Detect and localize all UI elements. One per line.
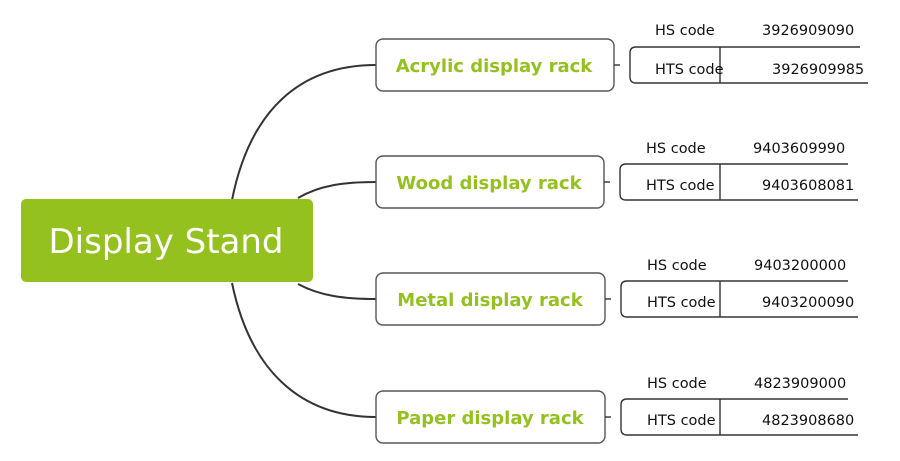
branch-metal[interactable]: Metal display rack <box>375 272 606 326</box>
connector-acrylic <box>231 64 377 201</box>
hs-code-value: 4823909000 <box>754 376 846 392</box>
root-connectors <box>231 64 377 418</box>
codes-wood-bracket <box>619 163 858 201</box>
hs-code-label: HS code <box>647 258 707 274</box>
hts-code-value: 4823908680 <box>762 413 854 429</box>
hts-code-label: HTS code <box>655 62 724 78</box>
codes-paper-bracket <box>620 398 858 436</box>
hs-code-label: HS code <box>647 376 707 392</box>
codes-acrylic: HS code 3926909090 HTS code 3926909985 <box>614 23 868 84</box>
hts-code-label: HTS code <box>646 178 715 194</box>
branch-wood[interactable]: Wood display rack <box>375 155 605 209</box>
hs-code-value: 9403200000 <box>754 258 846 274</box>
connector-wood <box>297 181 377 199</box>
codes-wood: HS code 9403609990 HTS code 9403608081 <box>604 141 858 201</box>
branch-paper[interactable]: Paper display rack <box>375 390 606 444</box>
root-node[interactable]: Display Stand <box>21 199 313 282</box>
branch-acrylic[interactable]: Acrylic display rack <box>375 38 615 92</box>
hs-code-label: HS code <box>646 141 706 157</box>
branch-paper-label: Paper display rack <box>396 408 584 429</box>
hs-code-value: 9403609990 <box>753 141 845 157</box>
hts-code-value: 3926909985 <box>772 62 864 78</box>
root-node-box <box>21 199 313 282</box>
branch-acrylic-label: Acrylic display rack <box>396 56 594 77</box>
codes-metal-bracket <box>620 280 858 318</box>
connector-metal <box>297 283 377 300</box>
hts-code-label: HTS code <box>647 413 716 429</box>
branch-wood-label: Wood display rack <box>396 173 582 194</box>
hts-code-value: 9403200090 <box>762 295 854 311</box>
codes-metal: HS code 9403200000 HTS code 9403200090 <box>605 258 858 318</box>
hs-code-label: HS code <box>655 23 715 39</box>
codes-paper: HS code 4823909000 HTS code 4823908680 <box>605 376 858 436</box>
root-label: Display Stand <box>48 222 283 262</box>
hs-code-value: 3926909090 <box>762 23 854 39</box>
hts-code-value: 9403608081 <box>762 178 854 194</box>
codes-acrylic-bracket <box>629 46 868 84</box>
connector-paper <box>231 282 377 418</box>
branch-metal-label: Metal display rack <box>397 290 583 311</box>
hts-code-label: HTS code <box>647 295 716 311</box>
